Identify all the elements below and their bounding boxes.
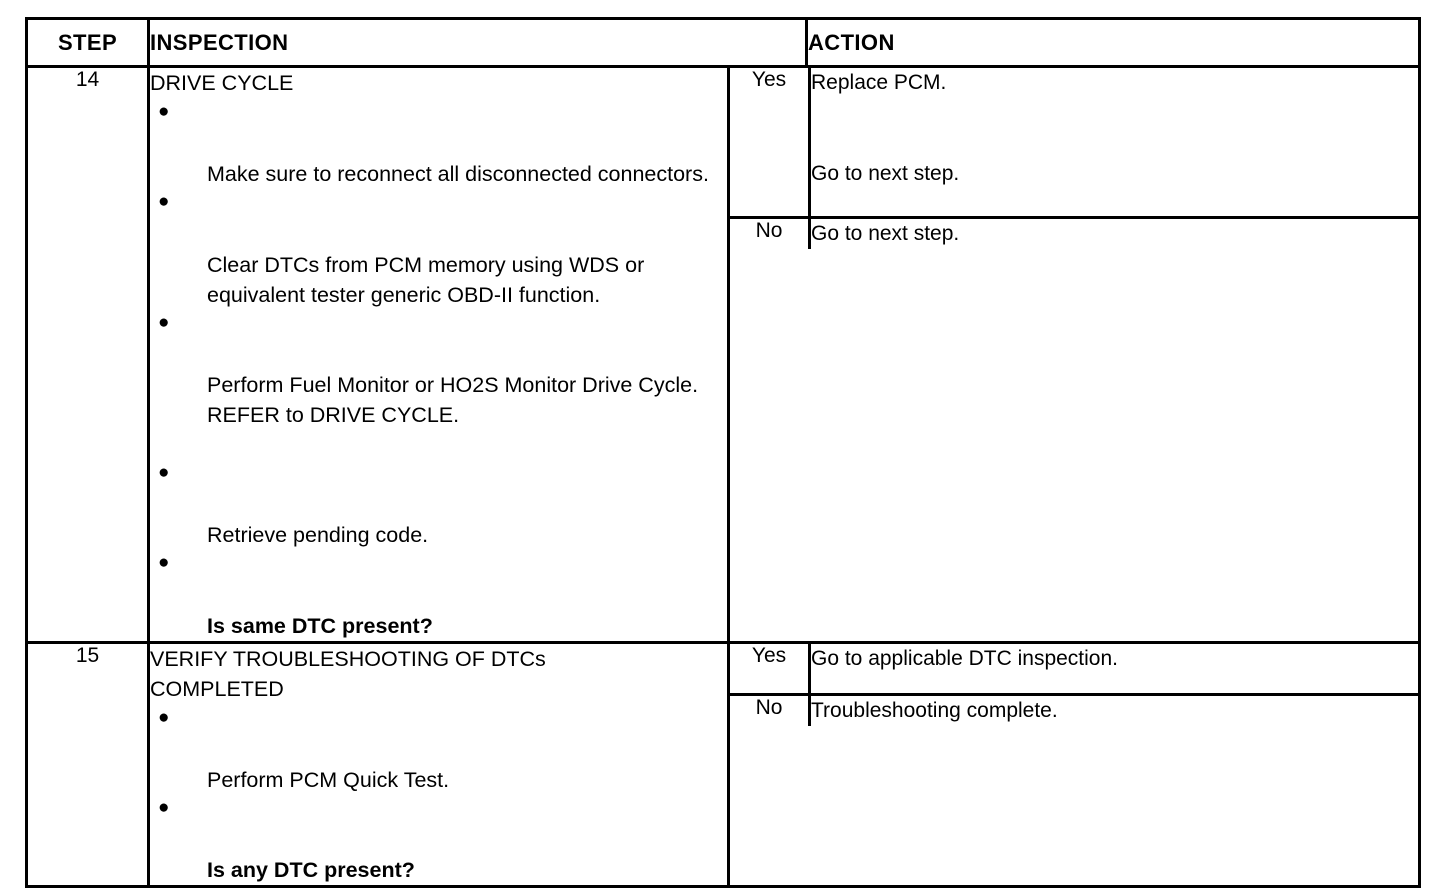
- column-header-inspection: INSPECTION: [147, 17, 808, 68]
- action-text: Replace PCM. Go to next step.: [809, 68, 1418, 219]
- bullet-icon: ●: [158, 462, 170, 484]
- inspection-step-list: ● Perform PCM Quick Test. ● Is any DTC p…: [150, 705, 727, 886]
- inspection-title: DRIVE CYCLE: [150, 71, 294, 95]
- action-text: Go to applicable DTC inspection.: [809, 643, 1418, 696]
- list-item-label: Make sure to reconnect all disconnected …: [207, 162, 709, 187]
- diagnostic-procedure-table: STEP INSPECTION ACTION 14 DRIVE CYCLE ● …: [25, 17, 1421, 888]
- outcome-group: Yes Replace PCM. Go to next step. No Go …: [727, 65, 1421, 644]
- bullet-icon: ●: [158, 101, 170, 123]
- list-item: ● Clear DTCs from PCM memory using WDS o…: [150, 189, 727, 309]
- outcome-table: Yes Replace PCM. Go to next step. No Go …: [730, 68, 1418, 250]
- bullet-icon: ●: [158, 191, 170, 213]
- inspection-cell: VERIFY TROUBLESHOOTING OF DTCs COMPLETED…: [147, 640, 730, 888]
- outcome-row: No Go to next step.: [730, 217, 1418, 250]
- table-header-row: STEP INSPECTION ACTION: [25, 17, 1421, 68]
- inspection-title: VERIFY TROUBLESHOOTING OF DTCs COMPLETED: [150, 646, 546, 701]
- answer-no: No: [730, 217, 811, 250]
- outcome-row: Yes Replace PCM. Go to next step.: [730, 68, 1418, 219]
- answer-no: No: [730, 694, 811, 727]
- bullet-icon: ●: [158, 552, 170, 574]
- outcome-row: No Troubleshooting complete.: [730, 694, 1418, 727]
- list-item: ● Perform Fuel Monitor or HO2S Monitor D…: [150, 310, 727, 400]
- bullet-icon: ●: [158, 797, 170, 819]
- column-header-step: STEP: [25, 17, 150, 68]
- outcome-row: Yes Go to applicable DTC inspection.: [730, 643, 1418, 696]
- outcome-table: Yes Go to applicable DTC inspection. No …: [730, 643, 1418, 727]
- list-item: ● Perform PCM Quick Test.: [150, 705, 727, 795]
- answer-yes: Yes: [730, 68, 811, 219]
- list-item-label: Is any DTC present?: [207, 858, 415, 883]
- list-item: ● Make sure to reconnect all disconnecte…: [150, 99, 727, 189]
- answer-yes: Yes: [730, 643, 811, 696]
- action-text: Troubleshooting complete.: [809, 694, 1418, 727]
- inspection-cell: DRIVE CYCLE ● Make sure to reconnect all…: [147, 65, 730, 644]
- step-number: 14: [25, 65, 150, 644]
- outcome-group: Yes Go to applicable DTC inspection. No …: [727, 640, 1421, 888]
- list-item-label: Clear DTCs from PCM memory using WDS or …: [207, 252, 645, 307]
- bullet-icon: ●: [158, 706, 170, 728]
- page-root: STEP INSPECTION ACTION 14 DRIVE CYCLE ● …: [25, 17, 1421, 888]
- list-item: ● Retrieve pending code.: [150, 460, 727, 550]
- action-text: Go to next step.: [809, 217, 1418, 250]
- refer-note: REFER to DRIVE CYCLE.: [207, 403, 460, 428]
- list-item-question: ● Is any DTC present?: [150, 795, 727, 885]
- table-row: 14 DRIVE CYCLE ● Make sure to reconnect …: [25, 65, 1421, 644]
- column-header-action: ACTION: [805, 17, 1421, 68]
- list-item-question: ● Is same DTC present?: [150, 550, 727, 640]
- spacer: [150, 430, 727, 460]
- list-item-label: Perform PCM Quick Test.: [207, 768, 450, 793]
- inspection-step-list: ● Make sure to reconnect all disconnecte…: [150, 99, 727, 400]
- table-row: 15 VERIFY TROUBLESHOOTING OF DTCs COMPLE…: [25, 640, 1421, 888]
- bullet-icon: ●: [158, 311, 170, 333]
- list-item-label: Retrieve pending code.: [207, 523, 429, 548]
- list-item-label: Is same DTC present?: [207, 613, 433, 638]
- inspection-step-list-continued: ● Retrieve pending code. ● Is same DTC p…: [150, 460, 727, 641]
- step-number: 15: [25, 640, 150, 888]
- list-item-label: Perform Fuel Monitor or HO2S Monitor Dri…: [207, 372, 699, 397]
